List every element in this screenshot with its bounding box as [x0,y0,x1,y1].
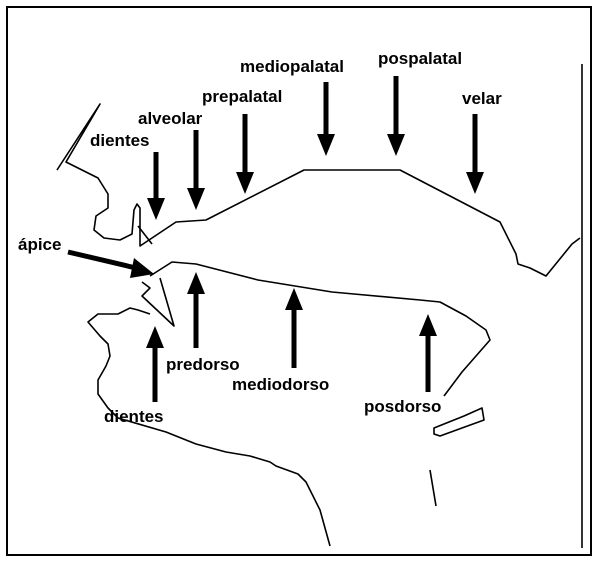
lower-incisor [142,278,174,326]
arrow-dientes-bottom [146,326,164,402]
arrow-dientes-top [147,152,165,220]
label-posdorso: posdorso [364,398,441,415]
arrow-predorso [187,272,205,348]
label-velar: velar [462,90,502,107]
label-alveolar: alveolar [138,110,202,127]
larynx-line [430,470,436,506]
arrow-posdorso [419,314,437,392]
label-prepalatal: prepalatal [202,88,282,105]
label-mediopalatal: mediopalatal [240,58,344,75]
arrow-velar [466,114,484,194]
arrow-mediodorso [285,288,303,368]
label-predorso: predorso [166,356,240,373]
arrow-prepalatal [236,114,254,194]
label-mediodorso: mediodorso [232,376,329,393]
label-dientes-bottom: dientes [104,408,164,425]
epiglottis [434,408,484,436]
arrow-pospalatal [387,76,405,156]
palate-outline [57,104,580,276]
arrow-mediopalatal [317,82,335,156]
arrow-apice [68,252,154,278]
label-dientes-top: dientes [90,132,150,149]
label-apice: ápice [18,236,61,253]
label-pospalatal: pospalatal [378,50,462,67]
arrow-alveolar [187,130,205,210]
